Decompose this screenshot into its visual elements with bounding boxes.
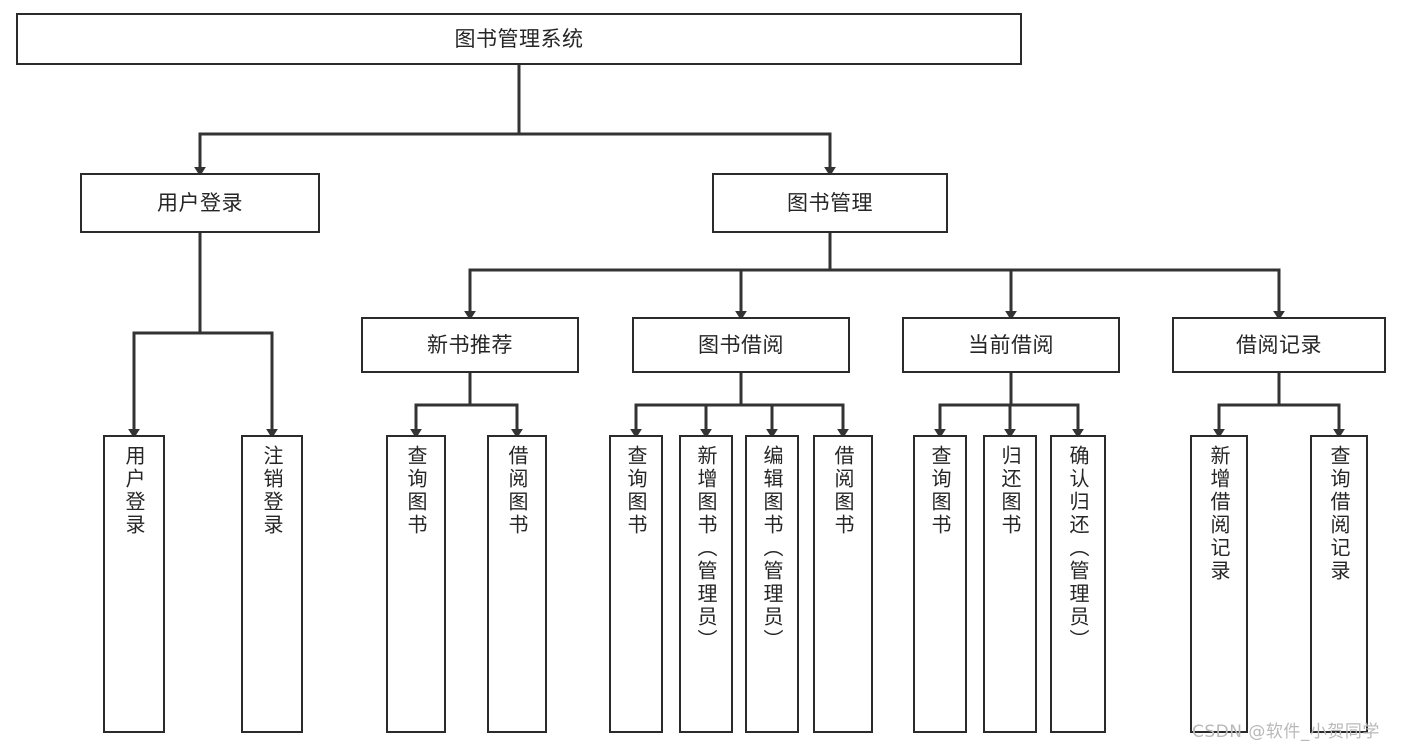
node-leaf-lr-add-label: 新增借阅记录	[1207, 445, 1231, 583]
node-leaf-cl-query-label: 查询图书	[928, 445, 952, 537]
node-leaf-lr-add[interactable]: 新增借阅记录	[1190, 435, 1248, 733]
node-leaf-cl-return-label: 归还图书	[998, 445, 1022, 537]
node-leaf-nbr-query[interactable]: 查询图书	[386, 435, 446, 733]
node-leaf-bb-borrow-label: 借阅图书	[831, 445, 855, 537]
node-book-manage[interactable]: 图书管理	[712, 173, 948, 233]
node-leaf-lr-query[interactable]: 查询借阅记录	[1310, 435, 1368, 733]
node-leaf-lr-query-label: 查询借阅记录	[1327, 445, 1351, 583]
node-leaf-bb-borrow[interactable]: 借阅图书	[813, 435, 873, 733]
node-root-label: 图书管理系统	[454, 26, 584, 51]
node-book-manage-label: 图书管理	[787, 190, 873, 215]
node-leaf-cl-confirm[interactable]: 确认归还（管理员）	[1050, 435, 1106, 733]
node-leaf-nbr-borrow-label: 借阅图书	[505, 445, 529, 537]
node-book-borrow[interactable]: 图书借阅	[632, 317, 850, 373]
node-leaf-bb-add[interactable]: 新增图书（管理员）	[679, 435, 733, 733]
node-leaf-bb-query-label: 查询图书	[624, 445, 648, 537]
node-book-borrow-label: 图书借阅	[698, 332, 784, 357]
node-leaf-bb-query[interactable]: 查询图书	[609, 435, 663, 733]
node-loan-record-label: 借阅记录	[1236, 332, 1322, 357]
node-leaf-cl-query[interactable]: 查询图书	[913, 435, 967, 733]
node-leaf-cl-return[interactable]: 归还图书	[983, 435, 1037, 733]
node-leaf-bb-add-label: 新增图书（管理员）	[694, 445, 718, 652]
node-leaf-cl-confirm-label: 确认归还（管理员）	[1066, 445, 1090, 652]
node-leaf-bb-edit[interactable]: 编辑图书（管理员）	[745, 435, 799, 733]
node-root[interactable]: 图书管理系统	[16, 13, 1022, 65]
node-user-login-label: 用户登录	[157, 190, 243, 215]
node-leaf-user-login-label: 用户登录	[122, 445, 146, 537]
node-leaf-bb-edit-label: 编辑图书（管理员）	[760, 445, 784, 652]
node-current-loan-label: 当前借阅	[968, 332, 1054, 357]
node-leaf-user-login[interactable]: 用户登录	[103, 435, 165, 733]
node-leaf-user-logout-label: 注销登录	[260, 445, 284, 537]
node-loan-record[interactable]: 借阅记录	[1172, 317, 1386, 373]
node-user-login[interactable]: 用户登录	[80, 173, 320, 233]
node-leaf-user-logout[interactable]: 注销登录	[241, 435, 303, 733]
node-new-book-rec-label: 新书推荐	[427, 332, 513, 357]
node-leaf-nbr-borrow[interactable]: 借阅图书	[487, 435, 547, 733]
node-new-book-rec[interactable]: 新书推荐	[361, 317, 579, 373]
node-leaf-nbr-query-label: 查询图书	[404, 445, 428, 537]
node-current-loan[interactable]: 当前借阅	[902, 317, 1120, 373]
